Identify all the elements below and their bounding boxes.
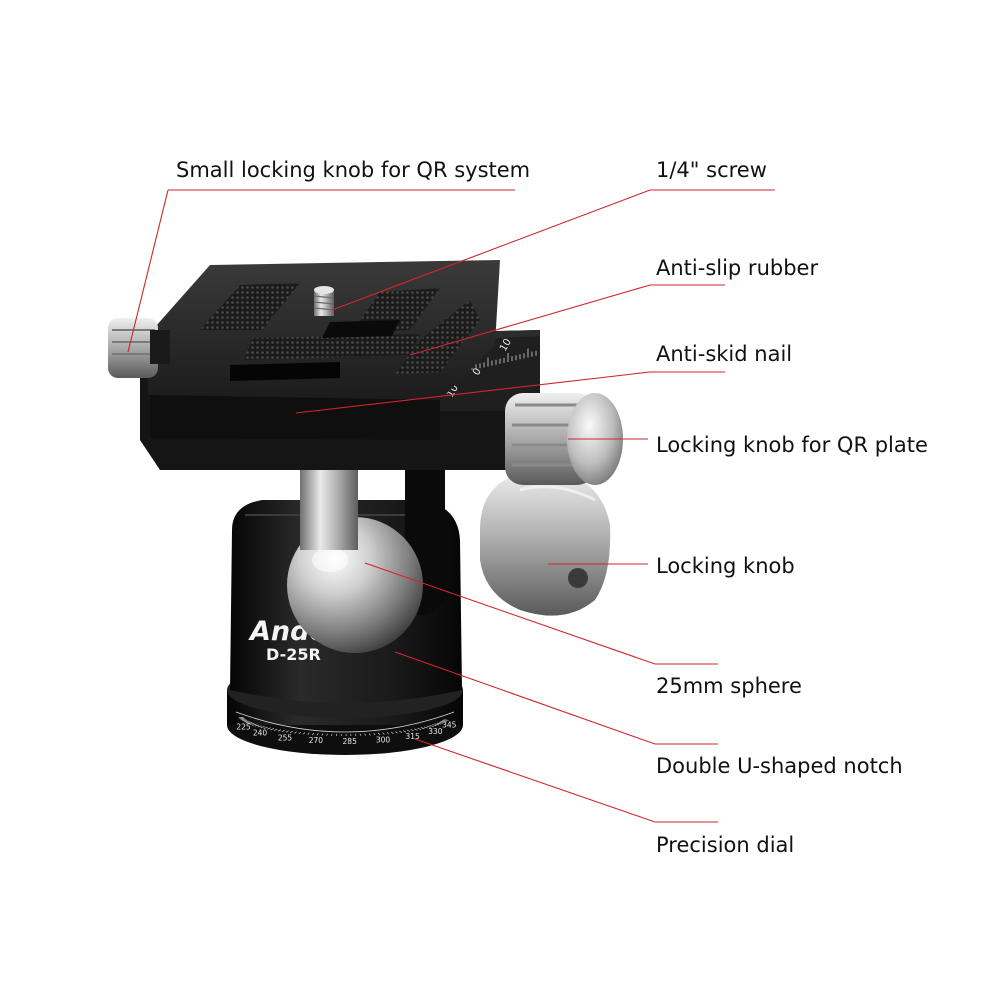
dial-tick: [420, 727, 425, 730]
leader-line-dial: [414, 738, 718, 823]
callout-anti-slip-rubber: Anti-slip rubber: [656, 256, 818, 280]
dial-tick: [423, 726, 428, 729]
dial-number: 285: [343, 737, 358, 746]
dial-tick: [277, 729, 282, 732]
dial-tick: [247, 722, 253, 724]
dial-tick: [364, 733, 366, 736]
dial-tick: [298, 731, 302, 735]
leader-line-anti-skid-nail: [295, 371, 725, 414]
callout-quarter-inch-screw: 1/4" screw: [656, 158, 767, 182]
dial-tick: [390, 731, 394, 734]
dial-tick: [434, 723, 439, 726]
callout-double-u-notch: Double U-shaped notch: [656, 754, 903, 778]
callout-small-locking-knob: Small locking knob for QR system: [176, 158, 530, 182]
dial-tick: [242, 719, 247, 722]
callout-25mm-sphere: 25mm sphere: [656, 674, 802, 698]
dial-tick: [285, 730, 289, 733]
dial-tick: [326, 733, 328, 736]
dial-tick: [263, 726, 268, 729]
dial-number: 240: [253, 729, 268, 738]
dial-tick: [240, 718, 246, 721]
dial-tick: [436, 722, 442, 725]
quarter-inch-screw: [313, 286, 335, 316]
main-locking-knob: [480, 470, 611, 616]
anti-slip-rubber-pad: [244, 334, 420, 360]
dial-tick: [243, 720, 249, 723]
leader-line-small-locking-knob: [127, 189, 169, 353]
dial-tick: [331, 733, 333, 736]
dial-tick: [249, 723, 255, 725]
dial-tick: [266, 727, 271, 730]
callout-anti-skid-nail: Anti-skid nail: [656, 342, 792, 366]
dial-tick: [414, 728, 418, 731]
ball-sphere: [287, 517, 423, 653]
dial-tick: [270, 728, 275, 731]
dial-tick: [403, 730, 407, 733]
dial-number: 345: [442, 721, 457, 730]
leader-line-anti-slip-rubber: [409, 284, 725, 356]
anti-slip-rubber-pad: [200, 283, 300, 330]
dial-tick: [359, 733, 362, 736]
dial-number: 330: [428, 727, 443, 736]
dial-tick: [442, 720, 448, 722]
dial-number: 300: [376, 736, 391, 745]
leader-line-sphere: [364, 562, 718, 665]
model-number: D-25R: [266, 645, 321, 664]
dial-tick: [426, 725, 431, 728]
callout-locking-knob-qr-plate: Locking knob for QR plate: [656, 433, 928, 457]
plate-scale-number: 0: [471, 366, 484, 377]
dial-tick: [406, 729, 411, 732]
dial-tick: [273, 728, 278, 731]
dial-tick: [432, 724, 437, 727]
dial-tick: [410, 729, 414, 732]
qr-plate: [148, 260, 500, 440]
dial-tick: [377, 732, 381, 736]
dial-number: 315: [405, 732, 420, 741]
dial-tick: [312, 732, 315, 736]
anti-slip-rubber-pad: [395, 300, 480, 374]
small-qr-locking-knob: [108, 318, 170, 378]
callout-labels: Small locking knob for QR system 1/4" sc…: [176, 158, 928, 857]
dial-tick: [382, 732, 385, 735]
dial-tick: [257, 725, 262, 728]
leader-line-screw: [331, 189, 775, 311]
dial-number: 225: [236, 723, 251, 732]
dial-tick: [307, 732, 310, 735]
dial-tick: [302, 732, 306, 735]
dial-tick: [440, 721, 446, 723]
dial-tick: [281, 729, 285, 733]
leader-lines: [127, 189, 775, 823]
dial-tick: [245, 721, 251, 723]
ball-stem: [300, 449, 358, 550]
dial-tick: [399, 730, 403, 733]
dial-tick: [355, 733, 357, 736]
dial-tick: [316, 733, 319, 736]
dial-tick: [294, 731, 297, 734]
dial-tick: [438, 721, 444, 724]
dial-tick: [368, 733, 371, 736]
dial-tick: [289, 730, 293, 734]
dial-tick: [373, 732, 376, 736]
dial-tick: [386, 732, 390, 735]
dial-number: 270: [309, 736, 324, 745]
dial-tick: [321, 733, 324, 736]
dial-tick: [260, 726, 265, 729]
leader-line-notch: [394, 651, 718, 745]
dial-tick: [417, 727, 422, 730]
dial-tick: [254, 724, 260, 727]
dial-tick: [443, 719, 449, 721]
callout-locking-knob: Locking knob: [656, 554, 795, 578]
callout-precision-dial: Precision dial: [656, 833, 794, 857]
dial-tick: [429, 725, 434, 727]
dial-tick: [252, 723, 257, 726]
dial-tick: [395, 731, 398, 734]
dial-number: 255: [278, 733, 293, 742]
